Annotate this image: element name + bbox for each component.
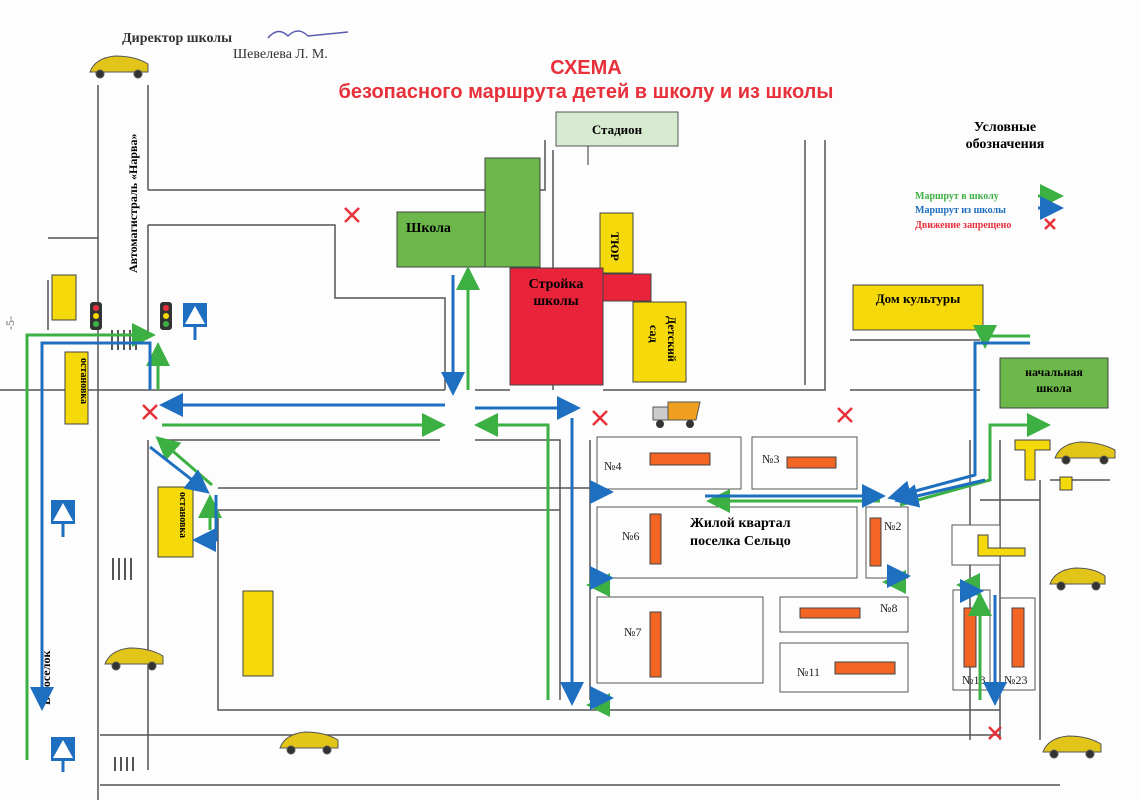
house-8: №8 [880,601,897,615]
bus-stop-2: остановка [157,486,194,558]
district-label: Жилой квартал [690,516,791,531]
house-6: №6 [622,529,639,543]
signature [267,30,349,39]
car-icon [1054,441,1116,465]
residential-district: №4 №3 №6 №2 №7 №8 №11 №18 №23 Жилой квар… [596,436,1036,693]
bus-stop-1: остановка [64,351,89,425]
house-18: №18 [962,673,985,687]
highway-label: Автомагистраль «Нарва» [126,133,140,273]
legend-from-school: Маршрут из школы [915,205,1006,216]
route-from-school [30,275,1030,711]
house-2: №2 [884,519,901,533]
svg-text:ТЮР: ТЮР [608,232,622,261]
legend-to-school: Маршрут в школу [915,191,999,202]
block-outline [951,524,1001,566]
school-construction: Стройка школы [509,267,652,386]
scheme-title: СХЕМА [550,57,621,79]
forbidden-icon [142,207,1002,740]
house-11: №11 [797,665,820,679]
svg-text:Дом культуры: Дом культуры [876,291,961,306]
car-icon [89,55,149,79]
pedestrian-crossing-icon [183,303,207,340]
house-23: №23 [1004,673,1027,687]
svg-text:Стройка: Стройка [529,277,584,292]
district-label-2: поселка Сельцо [690,534,791,549]
legend: Условные обозначения Маршрут в школу Мар… [915,120,1064,231]
school-building: Школа [396,157,541,268]
forbidden-icon [1044,218,1056,230]
yellow-building [51,274,77,321]
legend-title: Условные [974,120,1036,135]
car-icon [1042,735,1102,759]
pedestrian-crossing-icon [51,737,75,772]
traffic-light-icon [160,302,172,330]
svg-text:остановка: остановка [177,492,188,538]
svg-text:Стадион: Стадион [592,122,643,137]
kindergarten: Детский сад [632,301,687,383]
primary-school: начальная школа [999,357,1109,409]
car-icon [104,647,164,671]
yellow-building [242,590,274,677]
director-name: Шевелева Л. М. [233,47,328,62]
pedestrian-crossing-icon [51,500,75,537]
scheme-subtitle: безопасного маршрута детей в школу и из … [339,81,834,103]
truck-icon [652,401,701,428]
legend-forbidden: Движение запрещено [915,220,1011,231]
car-icon [1049,567,1106,591]
house-3: №3 [762,452,779,466]
route-to-school [25,266,1051,760]
car-icon [279,731,339,755]
svg-text:начальная: начальная [1025,365,1083,379]
svg-text:сад: сад [647,325,661,343]
culture-house: Дом культуры [852,284,984,331]
yellow-building [1014,439,1051,481]
traffic-light-icon [90,302,102,330]
yellow-building [1059,476,1073,491]
director-label: Директор школы [122,31,232,46]
svg-text:школы: школы [533,294,578,309]
svg-text:Школа: Школа [406,221,451,236]
house-4: №4 [604,459,621,473]
svg-text:Детский: Детский [665,316,679,362]
page-number: -5- [3,316,17,330]
svg-text:остановка: остановка [78,358,89,404]
crosswalk [111,330,137,771]
stadium: Стадион [555,111,679,147]
yellow-building [977,534,1026,557]
tyur-building: ТЮР [599,212,634,274]
legend-title-2: обозначения [966,137,1045,152]
svg-text:школа: школа [1036,381,1071,395]
house-7: №7 [624,625,641,639]
